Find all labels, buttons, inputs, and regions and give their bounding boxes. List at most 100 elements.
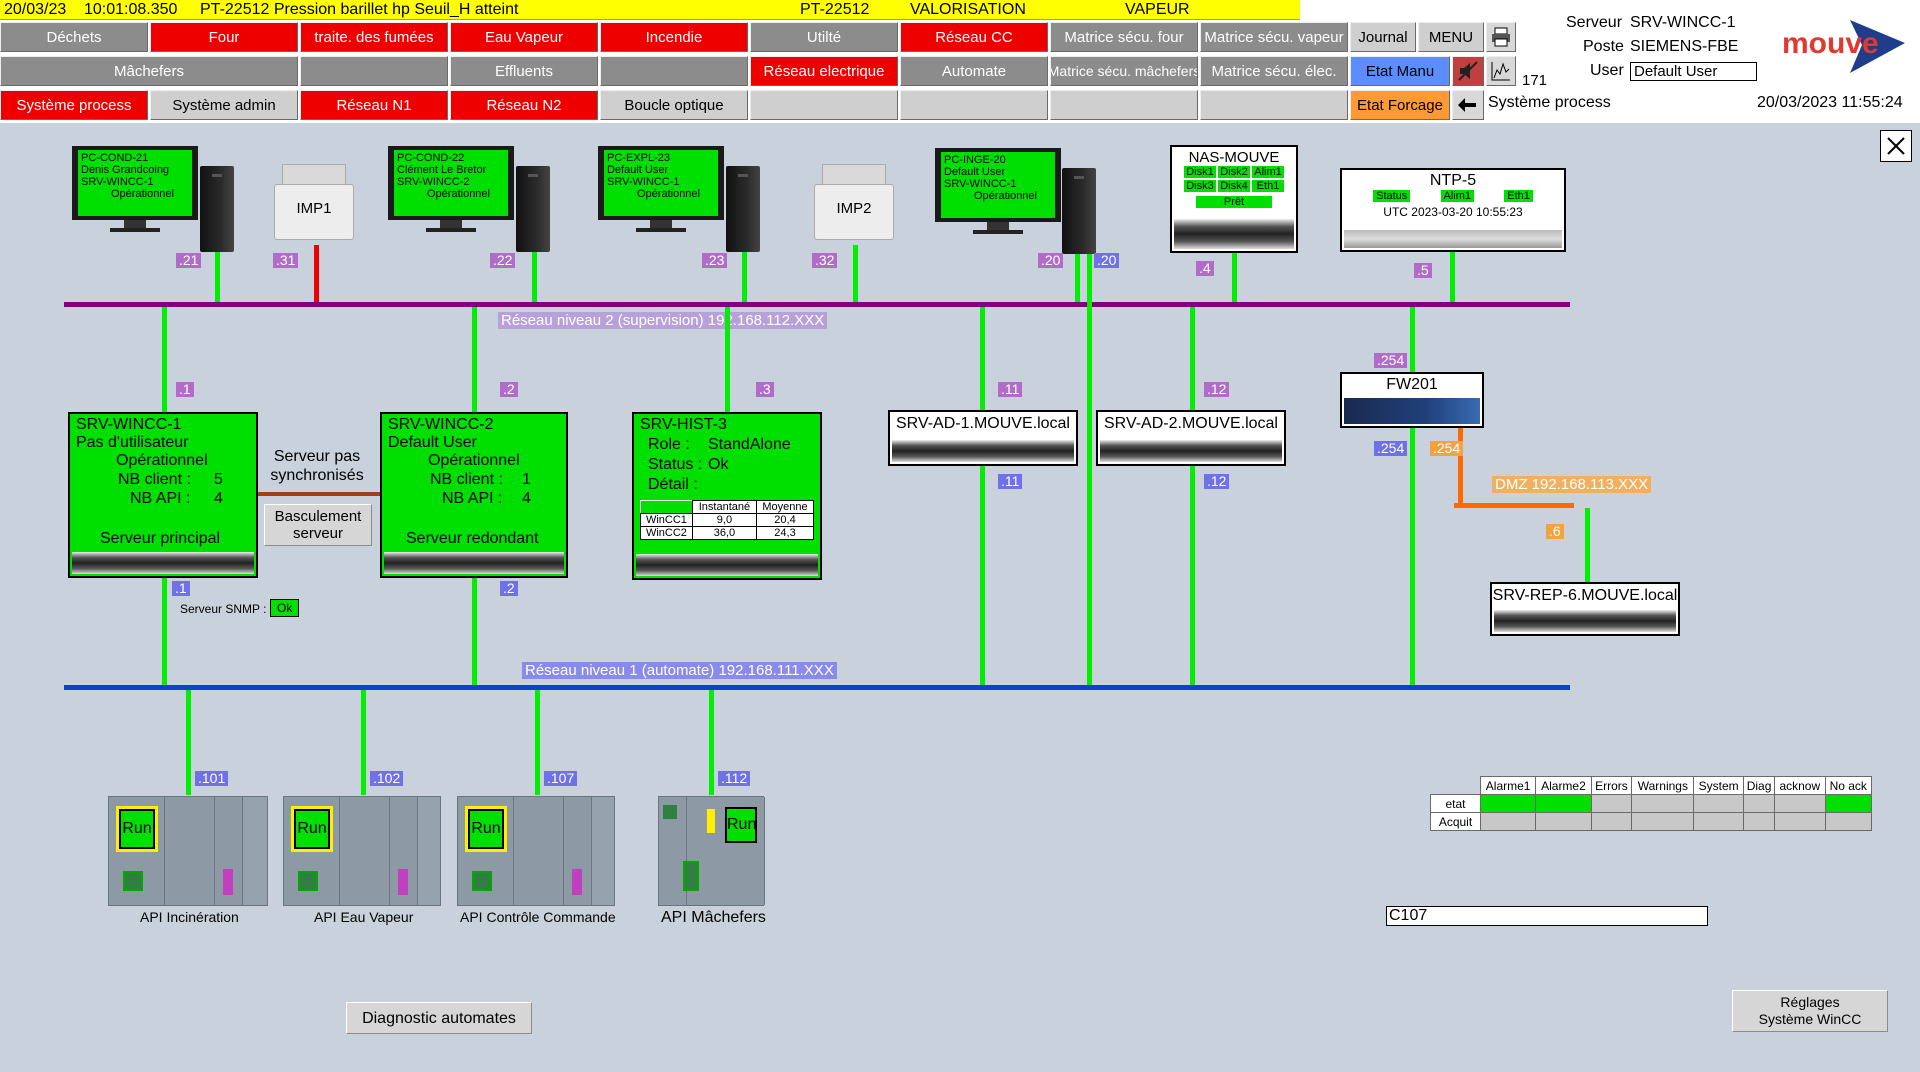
nas-title: NAS-MOUVE [1188, 149, 1280, 166]
printer-name: IMP2 [836, 200, 872, 217]
c107-field[interactable]: C107 [1386, 906, 1708, 926]
etat-forcage-button[interactable]: Etat Forcage [1350, 90, 1450, 120]
pc-cond-22[interactable]: PC-COND-22 Clément Le Bretor SRV-WINCC-2… [388, 146, 516, 232]
srv-hist-3[interactable]: SRV-HIST-3 Role : StandAlone Status : Ok… [632, 412, 822, 580]
nav-utilite[interactable]: Utilté [750, 22, 898, 52]
menu-button[interactable]: MENU [1418, 22, 1484, 52]
nas-mouve[interactable]: NAS-MOUVE Disk1 Disk2 Alim1 Disk3 Disk4 … [1170, 145, 1298, 253]
nav-matrice-elec[interactable]: Matrice sécu. élec. [1200, 56, 1348, 86]
link-imp1 [314, 245, 319, 302]
pc-tower-20 [1062, 168, 1096, 254]
firewall-fw201[interactable]: FW201 [1340, 372, 1484, 428]
nas-led: Eth1 [1252, 180, 1284, 192]
mute-icon[interactable] [1452, 56, 1484, 86]
printer-imp1[interactable]: IMP1 [272, 158, 356, 248]
link-ad2-n2 [1190, 307, 1195, 411]
link-wincc1-n2 [162, 307, 167, 413]
acknowledge-table[interactable]: Alarme1 Alarme2 Errors Warnings System D… [1430, 776, 1873, 831]
ip-wincc2-n1: .2 [500, 581, 518, 596]
ip-fw-n2: .254 [1374, 353, 1408, 368]
printer-imp2[interactable]: IMP2 [812, 158, 896, 248]
pc-state: Opérationnel [111, 188, 174, 200]
printer-icon[interactable] [1486, 22, 1516, 52]
nav-machefers[interactable]: Mâchefers [0, 56, 298, 86]
wincc2-state: Opérationnel [428, 452, 520, 469]
nav-boucle-optique[interactable]: Boucle optique [600, 90, 748, 120]
nav-matrice-vapeur[interactable]: Matrice sécu. vapeur [1200, 22, 1348, 52]
nav-empty-5[interactable] [1050, 90, 1198, 120]
journal-button[interactable]: Journal [1350, 22, 1416, 52]
nav-systeme-admin[interactable]: Système admin [150, 90, 298, 120]
srv-ad-1[interactable]: SRV-AD-1.MOUVE.local [888, 410, 1078, 466]
nav-traitement-fumees[interactable]: traite. des fumées [300, 22, 448, 52]
nav-reseau-n2[interactable]: Réseau N2 [450, 90, 598, 120]
nav-empty-2[interactable] [600, 56, 748, 86]
srv-ad-2[interactable]: SRV-AD-2.MOUVE.local [1096, 410, 1286, 466]
ip-wincc1-n1: .1 [172, 581, 190, 596]
back-arrow-icon[interactable] [1452, 90, 1484, 120]
link-nas [1232, 245, 1237, 302]
alarm-bar[interactable]: 20/03/23 10:01:08.350 PT-22512 Pression … [0, 0, 1300, 20]
nav-matrice-machefers[interactable]: Matrice sécu. mâchefers [1050, 56, 1198, 86]
nav-reseau-cc[interactable]: Réseau CC [900, 22, 1048, 52]
nav-automate[interactable]: Automate [900, 56, 1048, 86]
nav-eau-vapeur[interactable]: Eau Vapeur [450, 22, 598, 52]
api-controle-commande[interactable]: Run [457, 796, 615, 906]
hist-title: SRV-HIST-3 [640, 416, 727, 433]
srv-wincc-2[interactable]: SRV-WINCC-2 Default User Opérationnel NB… [380, 412, 568, 578]
api-name: API Eau Vapeur [314, 909, 414, 925]
diagnostic-automates-button[interactable]: Diagnostic automates [346, 1002, 532, 1034]
nav-reseau-electrique[interactable]: Réseau electrique [750, 56, 898, 86]
nav-dechets[interactable]: Déchets [0, 22, 148, 52]
nas-led: Alim1 [1252, 166, 1284, 178]
pc-inge-20[interactable]: PC-INGE-20 Default User SRV-WINCC-1 Opér… [935, 148, 1063, 234]
ip-api107: .107 [544, 771, 578, 786]
nav-empty-4[interactable] [900, 90, 1048, 120]
user-field[interactable]: Default User [1630, 62, 1757, 81]
alarm-area: VALORISATION [910, 1, 1026, 18]
close-icon[interactable] [1880, 130, 1912, 162]
etat-manu-button[interactable]: Etat Manu [1350, 56, 1450, 86]
sync-text-2: synchronisés [270, 467, 364, 484]
hist-detail-label: Détail : [648, 476, 698, 493]
pc-server: SRV-WINCC-1 [81, 176, 154, 188]
ip-pc20: .20 [1038, 253, 1064, 268]
nav-empty-6[interactable] [1200, 90, 1348, 120]
wincc1-clients: 5 [214, 471, 223, 488]
pc-user: Clément Le Bretor [397, 164, 487, 176]
pc-server: SRV-WINCC-2 [397, 176, 470, 188]
srv-wincc-1[interactable]: SRV-WINCC-1 Pas d'utilisateur Opérationn… [68, 412, 258, 578]
nav-four[interactable]: Four [150, 22, 298, 52]
nav-incendie[interactable]: Incendie [600, 22, 748, 52]
api-incineration[interactable]: Run [108, 796, 268, 906]
nav-empty-1[interactable] [300, 56, 448, 86]
srv-rep-6[interactable]: SRV-REP-6.MOUVE.local [1490, 582, 1680, 636]
ip-ad1-n2: .11 [998, 382, 1023, 397]
chart-icon[interactable] [1486, 56, 1516, 86]
nav-reseau-n1[interactable]: Réseau N1 [300, 90, 448, 120]
api-machefers[interactable]: Run [658, 796, 765, 906]
nav-systeme-process[interactable]: Système process [0, 90, 148, 120]
link-ad1-n1 [980, 465, 985, 685]
nav-empty-3[interactable] [750, 90, 898, 120]
pc-expl-23[interactable]: PC-EXPL-23 Default User SRV-WINCC-1 Opér… [598, 146, 726, 232]
pc-name: PC-INGE-20 [944, 154, 1006, 166]
ntp-title: NTP-5 [1429, 172, 1477, 189]
pc-cond-21[interactable]: PC-COND-21 Denis Grandcoing SRV-WINCC-1 … [72, 146, 200, 232]
nav-matrice-four[interactable]: Matrice sécu. four [1050, 22, 1198, 52]
ip-imp1: .31 [273, 253, 299, 268]
pc-tower-23 [726, 166, 760, 252]
link-pc22 [532, 245, 537, 302]
header: 20/03/23 10:01:08.350 PT-22512 Pression … [0, 0, 1920, 123]
sync-link [258, 492, 380, 496]
api-name: API Mâchefers [661, 909, 766, 926]
ntp-5[interactable]: NTP-5 Status Alim1 Eth1 UTC 2023-03-20 1… [1340, 168, 1566, 252]
nav-effluents[interactable]: Effluents [450, 56, 598, 86]
ip-hist: .3 [756, 382, 774, 397]
wincc2-apis: 4 [522, 490, 531, 507]
api-name: API Incinération [140, 909, 239, 925]
api-eau-vapeur[interactable]: Run [283, 796, 441, 906]
